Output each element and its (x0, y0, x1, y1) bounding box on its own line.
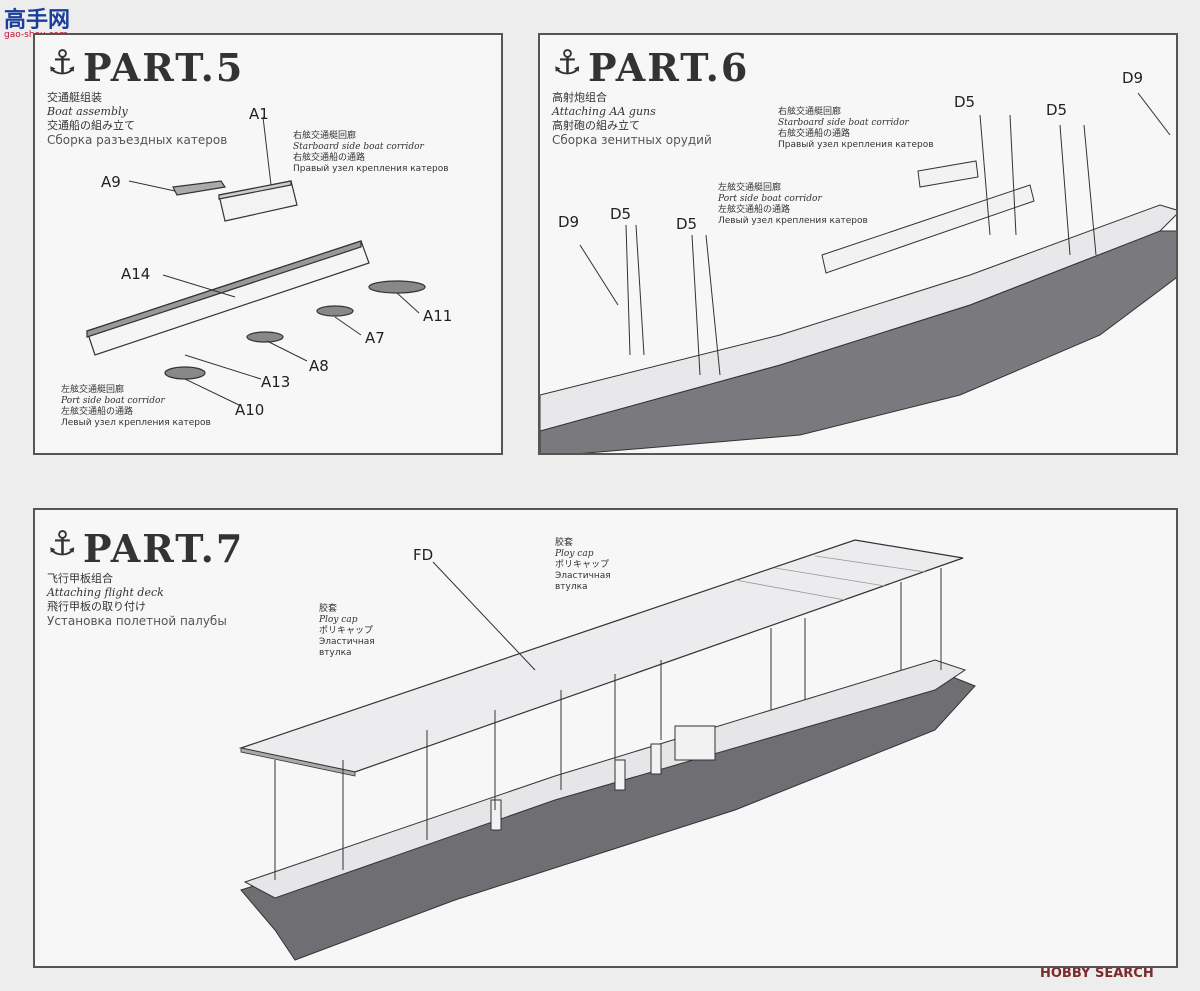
note-ru-2: втулка (555, 582, 588, 592)
label-d5-a: D5 (610, 205, 632, 223)
note-jp: ポリキャップ (555, 560, 610, 570)
note-cn: 右舷交通艇回廊 (778, 107, 842, 117)
label-fd: FD (413, 546, 434, 564)
part6-subtitle: 高射炮组合 Attaching AA guns 高射砲の組み立て Сборка … (552, 91, 712, 147)
part6-sub-jp: 高射砲の組み立て (552, 119, 640, 132)
part7-subtitle: 飞行甲板组合 Attaching flight deck 飛行甲板の取り付け У… (47, 572, 227, 628)
note-ru-2: втулка (319, 648, 352, 658)
label-a9: A9 (101, 173, 121, 191)
label-a1: A1 (249, 105, 269, 123)
part7-drawing (238, 539, 976, 961)
part7-sub-cn: 飞行甲板组合 (47, 572, 113, 585)
note-en: Ploy cap (555, 549, 594, 559)
part6-sub-en: Attaching AA guns (552, 105, 656, 118)
part6-port-note: 左舷交通艇回廊 Port side boat corridor 左舷交通船の通路… (718, 183, 868, 227)
part7-sub-en: Attaching flight deck (47, 586, 164, 599)
part5-sub-ru: Сборка разъездных катеров (47, 133, 228, 147)
label-a11: A11 (423, 307, 453, 325)
label-d9-right: D9 (1122, 69, 1144, 87)
part7-sub-ru: Установка полетной палубы (47, 614, 227, 628)
anchor-icon: ⚓ (552, 43, 583, 83)
part7-title: PART.7 (83, 526, 245, 571)
label-a13: A13 (261, 373, 291, 391)
note-jp: 右舷交通船の通路 (778, 129, 851, 139)
part5-drawing (86, 116, 426, 406)
label-d5-c: D5 (954, 93, 976, 111)
part5-subtitle: 交通艇组装 Boat assembly 交通船の組み立て Сборка разъ… (47, 91, 227, 147)
label-d5-d: D5 (1046, 101, 1068, 119)
note-cn: 胶套 (555, 538, 574, 548)
part6-drawing (540, 92, 1176, 453)
note-ru: Эластичная (319, 637, 375, 647)
note-en: Port side boat corridor (61, 396, 165, 406)
part7-panel: ⚓ PART.7 飞行甲板组合 Attaching flight deck 飛行… (33, 508, 1178, 968)
part5-port-note: 左舷交通艇回廊 Port side boat corridor 左舷交通船の通路… (61, 385, 211, 429)
note-cn: 胶套 (319, 604, 338, 614)
part7-sub-jp: 飛行甲板の取り付け (47, 600, 146, 613)
part6-panel: ⚓ PART.6 高射炮组合 Attaching AA guns 高射砲の組み立… (538, 33, 1178, 455)
label-a10: A10 (235, 401, 265, 419)
note-ru: Эластичная (555, 571, 611, 581)
note-en: Ploy cap (319, 615, 358, 625)
part5-sub-cn: 交通艇组装 (47, 91, 102, 104)
part5-panel: ⚓ PART.5 交通艇组装 Boat assembly 交通船の組み立て Сб… (33, 33, 503, 455)
anchor-icon: ⚓ (47, 43, 78, 83)
note-jp: ポリキャップ (319, 626, 374, 636)
note-jp: 左舷交通船の通路 (61, 407, 134, 417)
note-ru: Правый узел крепления катеров (293, 164, 449, 174)
part6-sub-ru: Сборка зенитных орудий (552, 133, 712, 147)
part6-starboard-note: 右舷交通艇回廊 Starboard side boat corridor 右舷交… (778, 107, 934, 151)
part5-sub-jp: 交通船の組み立て (47, 119, 135, 132)
part6-sub-cn: 高射炮组合 (552, 91, 607, 104)
watermark-hobby-search: HOBBY SEARCH (1040, 966, 1154, 981)
note-ru: Правый узел крепления катеров (778, 140, 934, 150)
note-cn: 左舷交通艇回廊 (61, 385, 125, 395)
label-d9-left: D9 (558, 213, 580, 231)
label-a7: A7 (365, 329, 385, 347)
note-ru: Левый узел крепления катеров (61, 418, 211, 428)
part5-sub-en: Boat assembly (47, 105, 128, 118)
note-jp: 左舷交通船の通路 (718, 205, 791, 215)
label-d5-b: D5 (676, 215, 698, 233)
hobby-search-watermark: HOBBY SEARCH (1040, 966, 1154, 981)
note-cn: 右舷交通艇回廊 (293, 131, 357, 141)
note-en: Port side boat corridor (718, 194, 822, 204)
note-cn: 左舷交通艇回廊 (718, 183, 782, 193)
part6-title: PART.6 (588, 45, 750, 90)
part7-cap-note-left: 胶套 Ploy cap ポリキャップ Эластичная втулка (319, 604, 375, 659)
part5-starboard-note: 右舷交通艇回廊 Starboard side boat corridor 右舷交… (293, 131, 449, 175)
label-a14: A14 (121, 265, 151, 283)
part5-title: PART.5 (83, 45, 245, 90)
note-en: Starboard side boat corridor (778, 118, 909, 128)
note-ru: Левый узел крепления катеров (718, 216, 868, 226)
watermark-chars: 高手网 (4, 8, 71, 33)
note-en: Starboard side boat corridor (293, 142, 424, 152)
note-jp: 右舷交通船の通路 (293, 153, 366, 163)
label-a8: A8 (309, 357, 329, 375)
part7-cap-note-right: 胶套 Ploy cap ポリキャップ Эластичная втулка (555, 538, 611, 593)
anchor-icon: ⚓ (47, 524, 78, 564)
